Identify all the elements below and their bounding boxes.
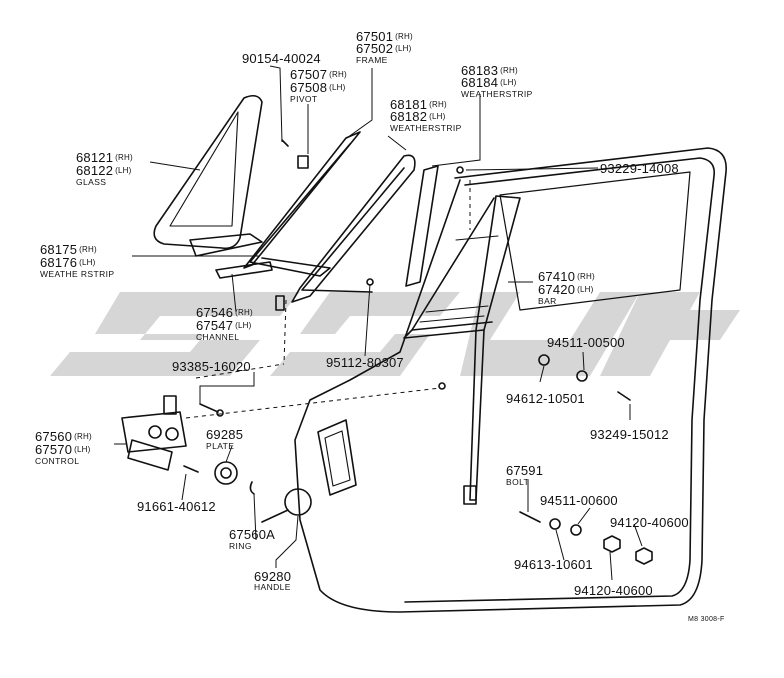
label-67410: 67410(RH): [538, 269, 595, 284]
label-94613-10601: 94613-10601: [514, 557, 593, 572]
bolt-67591: [519, 511, 541, 523]
label-91661-40612: 91661-40612: [137, 499, 216, 514]
label-67502: 67502(LH): [356, 41, 412, 56]
caption-glass: GLASS: [76, 177, 107, 187]
label-94511-00500: 94511-00500: [547, 335, 625, 350]
label-68183: 68183(RH): [461, 63, 518, 78]
door-panel: [294, 147, 727, 613]
label-94120-40600-a: 94120-40600: [610, 515, 689, 530]
label-93249-15012: 93249-15012: [590, 427, 669, 442]
glass-weatherstrip: [189, 233, 263, 257]
washer-94612: [538, 354, 550, 366]
label-68184: 68184(LH): [461, 75, 517, 90]
division-bar: [469, 195, 521, 501]
label-68121: 68121(RH): [76, 150, 133, 165]
label-67560A: 67560A: [229, 527, 276, 542]
washer-94613: [549, 518, 561, 530]
label-68182: 68182(LH): [390, 109, 446, 124]
label-68176: 68176(LH): [40, 255, 96, 270]
handle-recess: [317, 419, 357, 496]
nut-94120-a: [603, 535, 621, 553]
escutcheon-plate: [214, 461, 238, 485]
label-93385-16020: 93385-16020: [172, 359, 251, 374]
caption-control: CONTROL: [35, 456, 80, 466]
label-67547: 67547(LH): [196, 318, 252, 333]
caption-channel: CHANNEL: [196, 332, 240, 342]
nut-94120-b: [635, 547, 653, 565]
diagram-reference-code: M8 3008-F: [688, 616, 725, 623]
label-69280: 69280: [254, 569, 292, 584]
nut-94511-a: [576, 370, 588, 382]
caption-frame: FRAME: [356, 55, 388, 65]
label-95112-80307: 95112-80307: [326, 355, 404, 370]
caption-ring: RING: [229, 541, 252, 551]
vent-glass: [153, 94, 263, 250]
screw-93385: [199, 403, 219, 413]
run-weatherstrip: [405, 165, 439, 287]
label-68175: 68175(RH): [40, 242, 97, 257]
label-67546: 67546(RH): [196, 305, 253, 320]
retaining-ring: [249, 481, 255, 495]
screw-91661: [183, 465, 199, 473]
label-67570: 67570(LH): [35, 442, 91, 457]
caption-handle: HANDLE: [254, 582, 291, 592]
caption-weatherstrip-68182: WEATHERSTRIP: [390, 123, 462, 133]
caption-bar: BAR: [538, 296, 557, 306]
caption-pivot: PIVOT: [290, 94, 318, 104]
label-67508: 67508(LH): [290, 80, 346, 95]
nut-94511-b: [570, 524, 582, 536]
pivot: [297, 155, 309, 169]
window-handle-knob: [284, 488, 312, 516]
label-67507: 67507(RH): [290, 67, 347, 82]
caption-weatherstrip-68184: WEATHERSTRIP: [461, 89, 533, 99]
label-94120-40600-b: 94120-40600: [574, 583, 653, 598]
label-68122: 68122(LH): [76, 163, 132, 178]
label-67591: 67591: [506, 463, 544, 478]
label-67560: 67560(RH): [35, 429, 92, 444]
label-94511-00600: 94511-00600: [540, 493, 618, 508]
frame-weatherstrip: [291, 154, 416, 303]
window-regulator: [121, 411, 187, 453]
channel: [215, 261, 273, 279]
label-94612-10501: 94612-10501: [506, 391, 585, 406]
label-68181: 68181(RH): [390, 97, 447, 112]
caption-bolt: BOLT: [506, 477, 530, 487]
label-67501: 67501(RH): [356, 29, 413, 44]
label-69285: 69285: [206, 427, 244, 442]
label-67420: 67420(LH): [538, 282, 594, 297]
screw-93249: [617, 391, 631, 401]
label-93229-14008: 93229-14008: [600, 161, 679, 176]
label-90154-40024: 90154-40024: [242, 51, 321, 66]
caption-weatherstrip-68176: WEATHE RSTRIP: [40, 269, 115, 279]
caption-plate: PLATE: [206, 441, 235, 451]
